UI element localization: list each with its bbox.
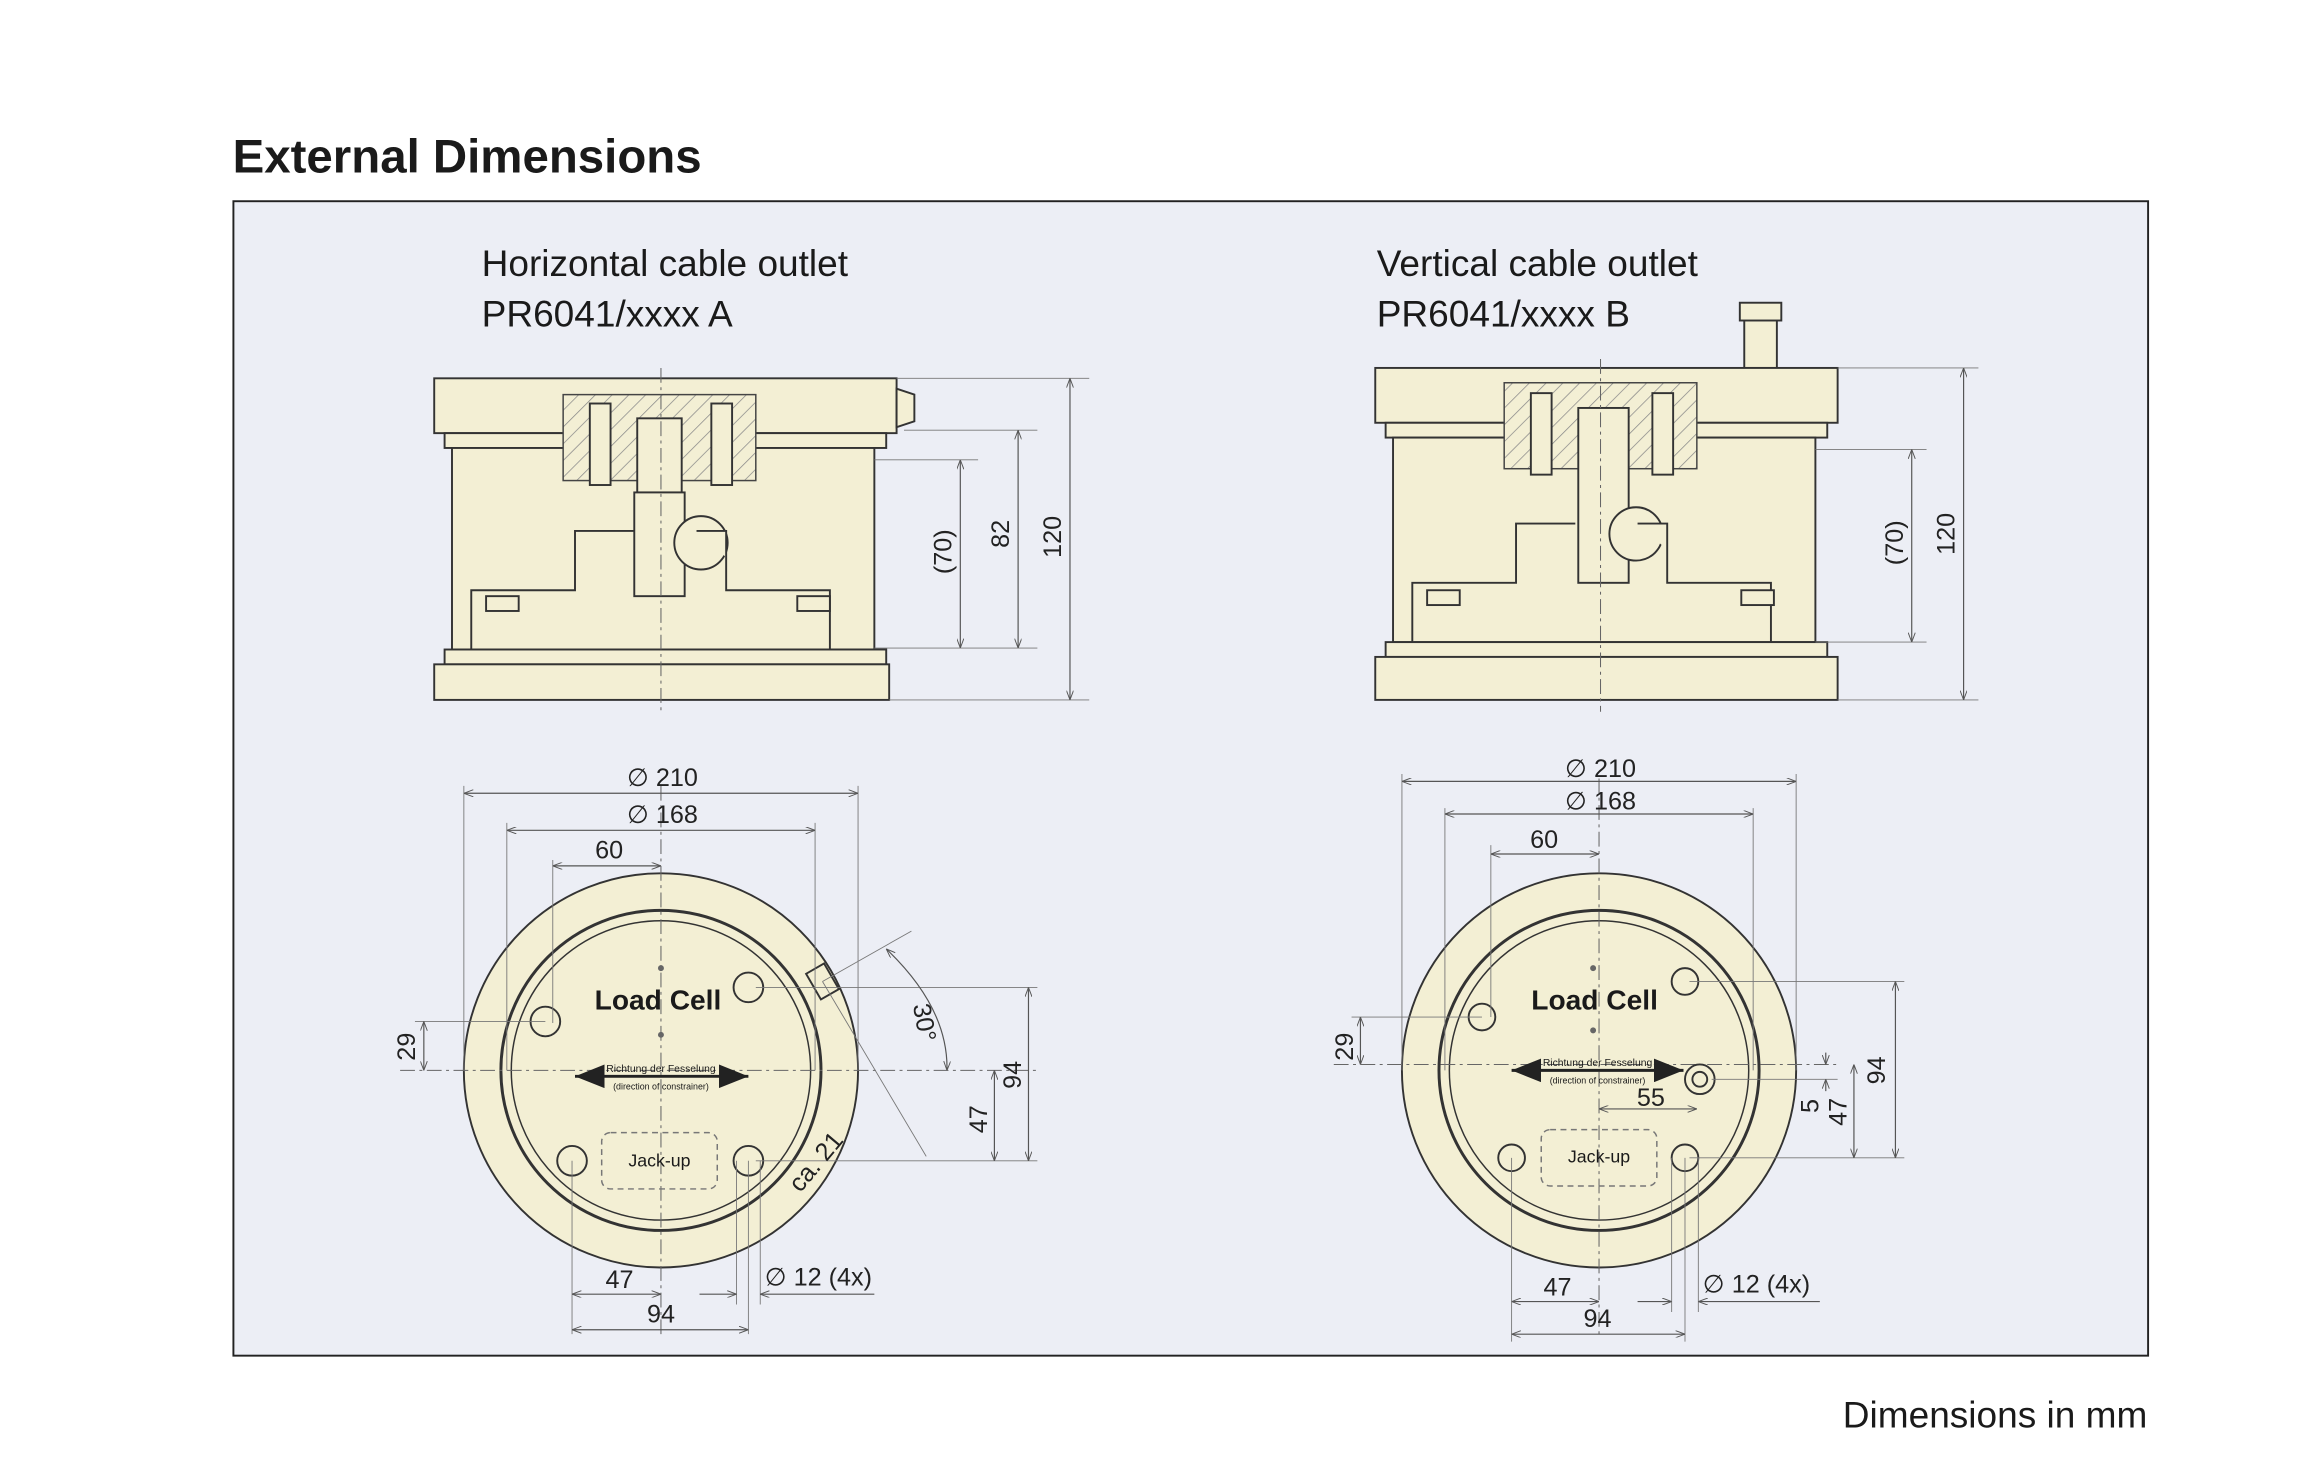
dim-82: 82 [987, 520, 1015, 548]
dim-60: 60 [595, 836, 623, 864]
right-side-view [1374, 301, 1839, 712]
load-cell-label: Load Cell [595, 985, 722, 1016]
right-caption-2: PR6041/xxxx B [1377, 292, 1630, 334]
right-side-dims: (70) 120 [1815, 367, 1979, 701]
direction-label-en: (direction of constrainer) [1550, 1076, 1646, 1086]
units-note: Dimensions in mm [1843, 1394, 2148, 1436]
dim-60: 60 [1530, 826, 1558, 854]
dim-hole-12: ∅ 12 (4x) [1703, 1271, 1810, 1299]
left-side-view [433, 367, 916, 712]
horizontal-outlet-group: Horizontal cable outlet PR6041/xxxx A [393, 242, 1090, 1335]
dim-hole-12: ∅ 12 (4x) [765, 1263, 872, 1291]
load-cell-label: Load Cell [1531, 985, 1658, 1016]
dim-dia-210: ∅ 210 [627, 764, 698, 792]
dim-dia-168: ∅ 168 [627, 801, 698, 829]
dim-94-vertical: 94 [1863, 1056, 1891, 1084]
jack-up-label: Jack-up [628, 1151, 690, 1171]
dim-55: 55 [1637, 1084, 1665, 1112]
direction-label-en: (direction of constrainer) [613, 1082, 709, 1092]
dim-47-vertical: 47 [1825, 1098, 1853, 1126]
right-top-view: Load Cell Richtung der Fesselung (direct… [1333, 778, 1838, 1335]
dim-5: 5 [1796, 1099, 1824, 1113]
dim-dia-210: ∅ 210 [1565, 755, 1636, 783]
right-caption-1: Vertical cable outlet [1377, 242, 1699, 284]
dim-120: 120 [1039, 516, 1067, 558]
dim-47-horizontal: 47 [605, 1266, 633, 1294]
dim-29: 29 [393, 1033, 421, 1061]
dim-120: 120 [1933, 513, 1961, 555]
dim-70: (70) [1881, 520, 1909, 565]
left-top-view: Load Cell Richtung der Fesselung (direct… [400, 785, 1038, 1335]
left-caption-2: PR6041/xxxx A [482, 292, 733, 334]
dim-94-horizontal: 94 [1584, 1305, 1612, 1333]
left-side-dims: (70) 82 120 [874, 377, 1090, 701]
direction-label-de: Richtung der Fesselung [1543, 1058, 1653, 1069]
dim-dia-168: ∅ 168 [1565, 788, 1636, 816]
dim-47-vertical: 47 [965, 1105, 993, 1133]
dim-94-horizontal: 94 [647, 1300, 675, 1328]
dim-47-horizontal: 47 [1544, 1274, 1572, 1302]
dim-angle-30: 30° [907, 1001, 941, 1043]
right-top-dims: ∅ 210 ∅ 168 60 29 55 5 47 94 47 94 [1331, 755, 1905, 1342]
vertical-outlet-group: Vertical cable outlet PR6041/xxxx B [1331, 242, 1979, 1342]
page-title: External Dimensions [233, 130, 702, 183]
dim-70: (70) [929, 529, 957, 574]
dim-29: 29 [1331, 1033, 1359, 1061]
dim-94-vertical: 94 [999, 1061, 1027, 1089]
jack-up-label: Jack-up [1568, 1146, 1630, 1166]
left-caption-1: Horizontal cable outlet [482, 242, 849, 284]
direction-label-de: Richtung der Fesselung [606, 1064, 716, 1075]
